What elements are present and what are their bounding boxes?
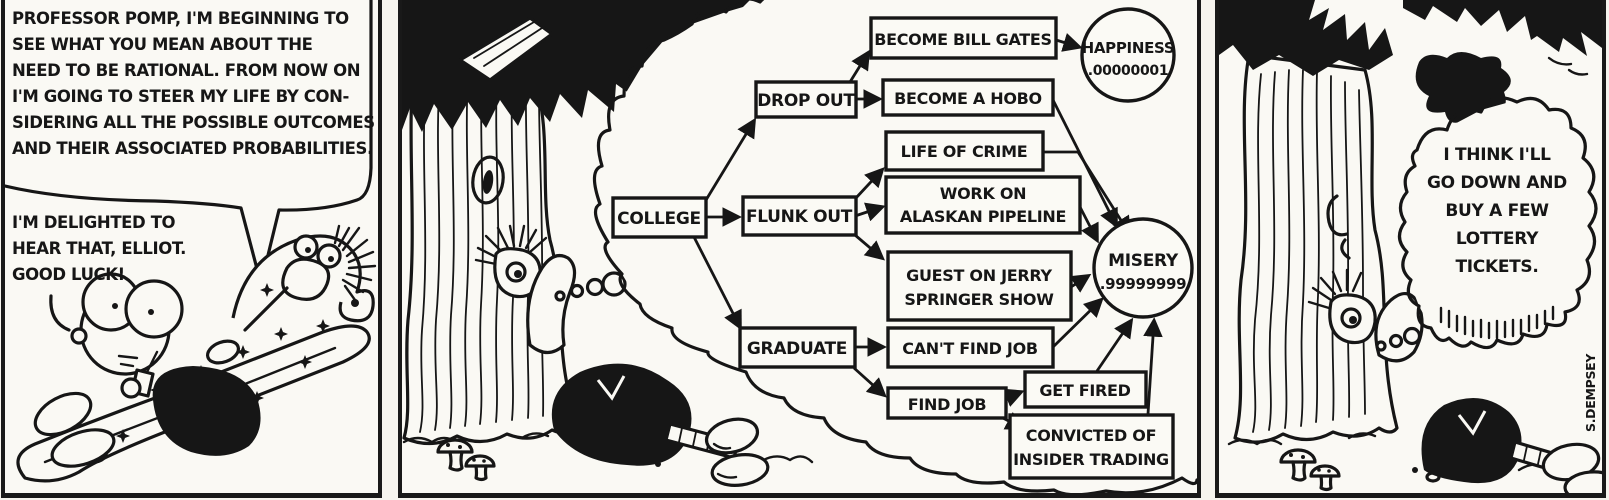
spiky-hair-icon bbox=[333, 224, 377, 302]
flowchart-node-bill-gates: BECOME BILL GATES bbox=[869, 16, 1058, 60]
edge-flunk-out-to-pipeline bbox=[854, 202, 886, 222]
flowchart-node-find-job: FIND JOB bbox=[886, 386, 1008, 420]
flowchart-node-crime: LIFE OF CRIME bbox=[884, 130, 1045, 172]
thought-line: TICKETS. bbox=[1455, 257, 1538, 277]
speech-line: I'M DELIGHTED TO bbox=[12, 213, 176, 232]
tree-icon bbox=[1233, 53, 1399, 444]
node-label: BECOME BILL GATES bbox=[874, 30, 1052, 49]
edge-flunk-out-to-springer bbox=[854, 233, 885, 261]
flowchart-node-hobo: BECOME A HOBO bbox=[881, 78, 1055, 117]
flowchart-node-graduate: GRADUATE bbox=[738, 326, 857, 369]
edge-get-fired-to-misery bbox=[1095, 317, 1134, 372]
spiky-hair-icon bbox=[1307, 268, 1363, 310]
flowchart-node-misery: MISERY .99999999 bbox=[1092, 217, 1194, 319]
speech-line: SEE WHAT YOU MEAN ABOUT THE bbox=[12, 35, 313, 54]
node-probability: .99999999 bbox=[1100, 275, 1187, 293]
speech-line: AND THEIR ASSOCIATED PROBABILITIES. bbox=[12, 139, 373, 158]
glasses-icon bbox=[81, 272, 184, 339]
professor-pomp-character bbox=[152, 224, 377, 456]
edge-drop-out-to-bill-gates bbox=[848, 49, 871, 83]
node-label: COLLEGE bbox=[617, 209, 701, 229]
thought-line: BUY A FEW bbox=[1445, 201, 1549, 221]
cloud-fringe bbox=[1439, 305, 1555, 340]
bark-texture bbox=[1252, 69, 1366, 433]
edge-crime-to-misery bbox=[1043, 150, 1132, 237]
edge-flunk-out-to-crime bbox=[853, 167, 885, 200]
node-label: FLUNK OUT bbox=[746, 207, 853, 227]
speech-bubble-professor-tail bbox=[49, 294, 71, 332]
flowchart-node-happiness: HAPPINESS .00000001 bbox=[1080, 7, 1176, 103]
node-probability: .00000001 bbox=[1088, 63, 1169, 79]
panel3-artwork: I THINK I'LL GO DOWN AND BUY A FEW LOTTE… bbox=[1219, 0, 1602, 493]
thought-line: I THINK I'LL bbox=[1443, 145, 1551, 165]
thought-line: LOTTERY bbox=[1456, 229, 1539, 249]
speech-line: I'M GOING TO STEER MY LIFE BY CON- bbox=[12, 87, 349, 106]
elliot-under-tree-character bbox=[1307, 268, 1602, 493]
speech-line: SIDERING ALL THE POSSIBLE OUTCOMES bbox=[12, 113, 375, 132]
thought-cloud bbox=[1397, 96, 1598, 350]
flowchart-node-get-fired: GET FIRED bbox=[1023, 370, 1148, 409]
speech-line: GOOD LUCK! bbox=[12, 265, 125, 284]
edge-pipeline-to-misery bbox=[1078, 206, 1099, 244]
node-label: INSIDER TRADING bbox=[1013, 450, 1169, 469]
speech-line: HEAR THAT, ELLIOT. bbox=[12, 239, 187, 258]
node-label: CONVICTED OF bbox=[1026, 426, 1156, 445]
flowchart-node-insider: CONVICTED OF INSIDER TRADING bbox=[1008, 413, 1175, 480]
flowchart-node-cant-find-job: CAN'T FIND JOB bbox=[886, 326, 1055, 369]
flowchart-node-college: COLLEGE bbox=[611, 196, 708, 239]
edge-insider-to-misery bbox=[1143, 317, 1163, 415]
flowchart-node-drop-out: DROP OUT bbox=[754, 80, 858, 119]
node-label: LIFE OF CRIME bbox=[901, 142, 1028, 161]
thought-line: GO DOWN AND bbox=[1427, 173, 1567, 193]
edge-college-to-drop-out bbox=[704, 117, 757, 201]
mushroom-icon bbox=[436, 438, 496, 482]
node-label: GRADUATE bbox=[747, 339, 847, 359]
edge-springer-to-misery bbox=[1069, 273, 1092, 293]
node-label: ALASKAN PIPELINE bbox=[900, 207, 1066, 226]
thought-trail-dots bbox=[1375, 326, 1422, 352]
node-label: DROP OUT bbox=[757, 91, 855, 111]
node-label: MISERY bbox=[1108, 251, 1179, 271]
node-label: GUEST ON JERRY bbox=[906, 266, 1052, 285]
node-label: FIND JOB bbox=[908, 395, 987, 414]
node-label: WORK ON bbox=[940, 184, 1026, 203]
panel-1: PROFESSOR POMP, I'M BEGINNING TO SEE WHA… bbox=[1, 0, 382, 498]
node-label: SPRINGER SHOW bbox=[904, 290, 1054, 309]
node-label: BECOME A HOBO bbox=[894, 89, 1042, 108]
speech-text-elliot: PROFESSOR POMP, I'M BEGINNING TO SEE WHA… bbox=[12, 6, 375, 162]
node-label: CAN'T FIND JOB bbox=[902, 339, 1038, 358]
speech-bubble-elliot bbox=[5, 0, 373, 286]
speech-text-professor: I'M DELIGHTED TO HEAR THAT, ELLIOT. GOOD… bbox=[12, 210, 186, 288]
edge-graduate-to-find-job bbox=[853, 366, 887, 398]
tree-icon bbox=[402, 58, 582, 446]
panel2-artwork: COLLEGE DROP OUT FLUNK OUT GRADUATE BECO… bbox=[402, 0, 1197, 493]
panel-3: I THINK I'LL GO DOWN AND BUY A FEW LOTTE… bbox=[1215, 0, 1606, 498]
edge-cant-find-job-to-misery bbox=[1052, 297, 1104, 349]
edge-bill-gates-to-happiness bbox=[1055, 33, 1083, 52]
speech-line: NEED TO BE RATIONAL. FROM NOW ON bbox=[12, 61, 361, 80]
decision-tree-flowchart: COLLEGE DROP OUT FLUNK OUT GRADUATE BECO… bbox=[611, 7, 1194, 480]
panel1-artwork bbox=[5, 0, 377, 483]
elliot-under-tree-character bbox=[474, 224, 770, 487]
artist-signature: S.DEMPSEY bbox=[1583, 353, 1598, 432]
flowchart-node-springer: GUEST ON JERRY SPRINGER SHOW bbox=[886, 250, 1073, 322]
elliot-character bbox=[33, 272, 184, 468]
thought-text: I THINK I'LL GO DOWN AND BUY A FEW LOTTE… bbox=[1427, 145, 1567, 277]
flowchart-node-flunk-out: FLUNK OUT bbox=[741, 195, 858, 237]
flowchart-node-pipeline: WORK ON ALASKAN PIPELINE bbox=[884, 175, 1082, 235]
panel-2: COLLEGE DROP OUT FLUNK OUT GRADUATE BECO… bbox=[398, 0, 1201, 498]
speech-line: PROFESSOR POMP, I'M BEGINNING TO bbox=[12, 9, 349, 28]
node-label: GET FIRED bbox=[1039, 381, 1130, 400]
mushroom-icon bbox=[1279, 448, 1341, 492]
node-label: HAPPINESS bbox=[1082, 39, 1175, 57]
flowchart-edges bbox=[692, 33, 1163, 430]
edge-college-to-graduate bbox=[692, 236, 742, 331]
edge-find-job-to-get-fired bbox=[1002, 388, 1025, 407]
